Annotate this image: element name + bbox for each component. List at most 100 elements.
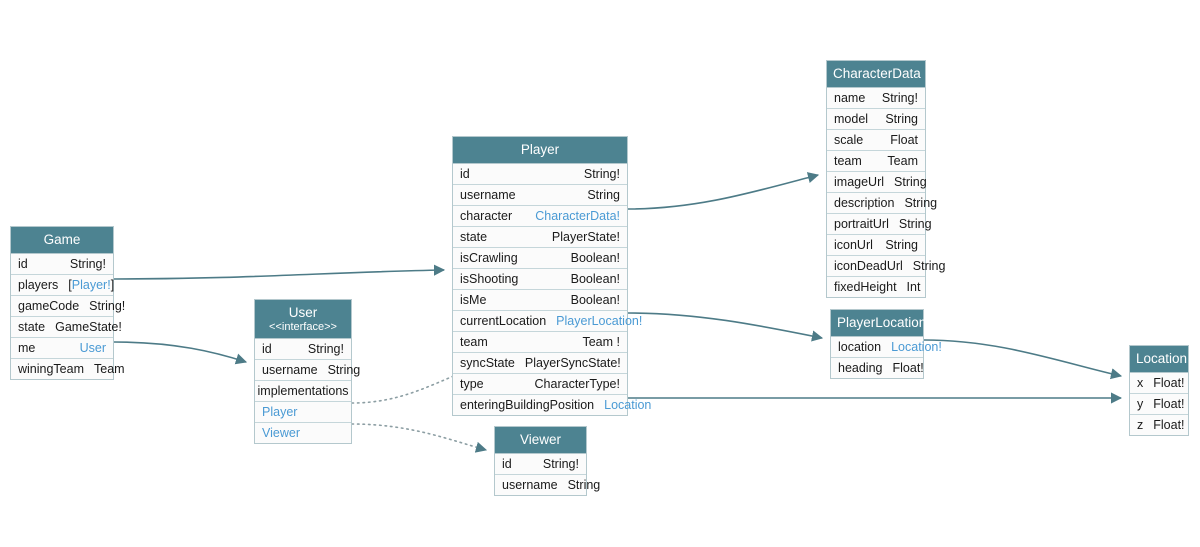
field-type: Float!	[1153, 397, 1185, 412]
field-type: String	[894, 175, 927, 190]
field-name: me	[18, 341, 36, 356]
entity-name: Viewer	[519, 432, 562, 447]
field-name: id	[18, 257, 28, 272]
field-row[interactable]: players[Player!]	[11, 275, 114, 297]
field-type: User	[79, 341, 106, 356]
field-name: currentLocation	[460, 314, 547, 329]
field-type: Location!	[891, 340, 942, 355]
entity-name: PlayerLocation	[837, 315, 927, 330]
field-name: Viewer	[262, 425, 300, 440]
field-type: Float!	[1153, 418, 1185, 433]
field-type: String!	[583, 167, 620, 182]
edge-game-players-to-player	[113, 264, 446, 280]
entity-header-characterdata: CharacterData	[827, 61, 925, 89]
edge-player-character-to-characterdata	[627, 172, 820, 210]
field-type: String	[912, 259, 946, 274]
field-type: PlayerState!	[551, 230, 620, 245]
entity-header-playerlocation: PlayerLocation	[831, 310, 927, 338]
field-name: heading	[838, 361, 883, 376]
field-row: username String	[255, 359, 360, 381]
edge-game-me-to-user	[113, 341, 248, 365]
field-row: syncState PlayerSyncState!	[453, 353, 627, 375]
field-row: imageUrl String	[827, 172, 927, 194]
field-type: String	[885, 112, 918, 127]
field-row[interactable]: me User	[11, 338, 113, 360]
field-row: heading Float!	[831, 358, 924, 379]
field-row: username String	[495, 475, 600, 496]
field-type: GameState!	[55, 320, 122, 335]
entity-name: User	[288, 305, 318, 320]
field-type: Boolean!	[570, 251, 620, 266]
field-name: syncState	[460, 356, 515, 371]
field-type: String!	[881, 91, 918, 106]
field-type: String!	[69, 257, 106, 272]
field-name: state	[460, 230, 488, 245]
field-type: String	[567, 478, 601, 493]
field-type: Boolean!	[570, 293, 620, 308]
field-type: CharacterType!	[534, 377, 620, 392]
field-name: isCrawling	[460, 251, 518, 266]
field-name: iconUrl	[834, 238, 873, 253]
field-type: String	[327, 362, 361, 377]
field-type: CharacterData!	[535, 209, 620, 224]
entity-header-player: Player	[453, 137, 627, 165]
field-type: Float!	[1153, 376, 1185, 391]
entity-header-game: Game	[11, 227, 113, 255]
entity-stereotype: <<interface>>	[269, 321, 337, 334]
field-type: PlayerSyncState!	[524, 356, 621, 371]
field-name: username	[502, 478, 558, 493]
entity-header-location: Location	[1130, 346, 1188, 374]
field-row: state PlayerState!	[453, 227, 627, 249]
field-type: String	[898, 217, 932, 232]
field-row: id String!	[453, 164, 627, 186]
edge-user-implements-viewer	[351, 423, 488, 453]
field-row: team Team !	[453, 332, 627, 354]
field-type: String	[587, 188, 620, 203]
entity-name: Location	[1136, 351, 1188, 366]
field-name: username	[262, 362, 318, 377]
field-row[interactable]: Viewer	[255, 422, 351, 443]
field-row[interactable]: Player	[255, 401, 351, 423]
field-name: isShooting	[460, 272, 519, 287]
field-name: isMe	[460, 293, 487, 308]
field-type: String!	[307, 341, 344, 356]
field-name: description	[834, 196, 895, 211]
field-name: enteringBuildingPosition	[460, 398, 595, 413]
field-type: Team !	[582, 335, 620, 350]
field-name: id	[502, 457, 512, 472]
entity-name: Player	[520, 142, 560, 157]
field-name: fixedHeight	[834, 280, 897, 295]
field-name: team	[460, 335, 488, 350]
field-row: implementations	[255, 380, 351, 402]
field-type: Float!	[892, 361, 924, 376]
field-name: gameCode	[18, 299, 80, 314]
field-name: imageUrl	[834, 175, 885, 190]
entity-header-user: User<<interface>>	[255, 300, 351, 339]
field-name: id	[460, 167, 470, 182]
edge-user-implements-player	[351, 369, 468, 404]
field-name: winingTeam	[18, 362, 85, 377]
